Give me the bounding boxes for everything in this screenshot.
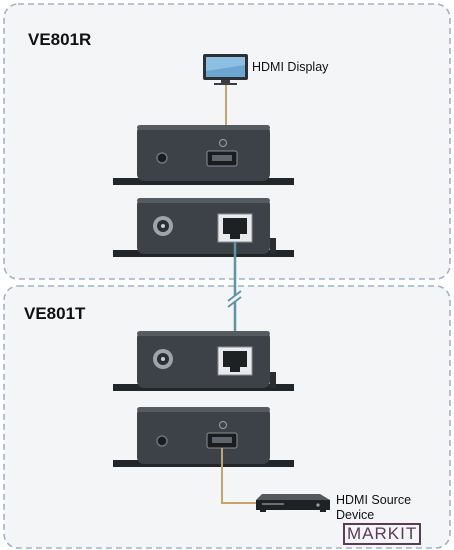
transmitter-title: VE801T — [24, 304, 86, 323]
cable-break-mark-1 — [227, 290, 242, 302]
transmitter-hdmi-unit — [113, 407, 294, 467]
hdmi-cable-source — [221, 448, 256, 504]
hdmi-display-label: HDMI Display — [252, 60, 329, 74]
watermark-text: MARKIT — [343, 523, 422, 545]
receiver-hdmi-unit — [113, 125, 294, 185]
watermark-logo: MARKIT — [343, 523, 449, 547]
receiver-title: VE801R — [28, 30, 92, 49]
hdmi-source-label: HDMI Source Device — [336, 493, 412, 519]
transmitter-rj45-unit — [113, 331, 294, 391]
receiver-rj45-unit — [113, 198, 294, 257]
hdmi-display-icon — [203, 54, 248, 85]
hdmi-source-device-icon — [256, 494, 330, 512]
